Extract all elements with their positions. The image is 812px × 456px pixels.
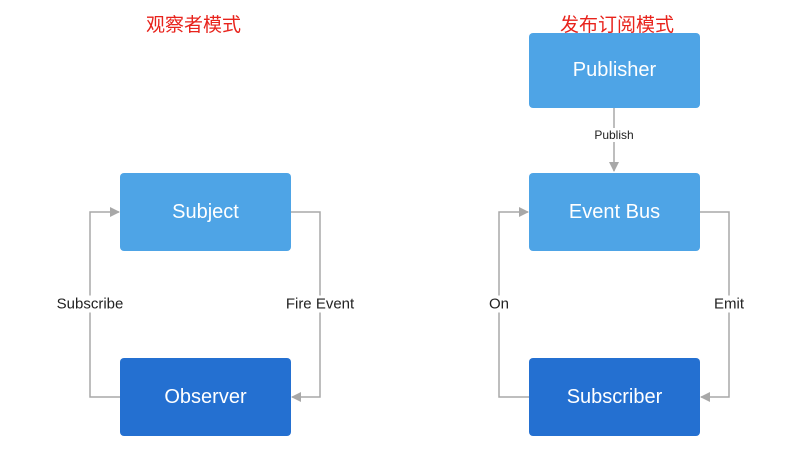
event-bus-label: Event Bus xyxy=(568,200,661,223)
on-edge-label: On xyxy=(485,295,513,313)
emit-edge-label: Emit xyxy=(711,295,747,313)
fire-event-edge-label: Fire Event xyxy=(282,295,358,313)
publisher-label: Publisher xyxy=(572,59,657,81)
subscribe-edge-label: Subscribe xyxy=(53,295,127,313)
subscriber-label: Subscriber xyxy=(566,385,663,408)
observer-box: Observer xyxy=(120,358,291,436)
publisher-box: Publisher xyxy=(529,33,700,108)
publish-edge-label: Publish xyxy=(591,128,637,142)
event-bus-box: Event Bus xyxy=(529,173,700,251)
subscriber-box: Subscriber xyxy=(529,358,700,436)
observer-pattern-title: 观察者模式 xyxy=(146,14,242,36)
subject-label: Subject xyxy=(172,200,239,223)
observer-label: Observer xyxy=(164,385,247,408)
subject-box: Subject xyxy=(120,173,291,251)
pubsub-pattern-title: 发布订阅模式 xyxy=(560,14,675,36)
